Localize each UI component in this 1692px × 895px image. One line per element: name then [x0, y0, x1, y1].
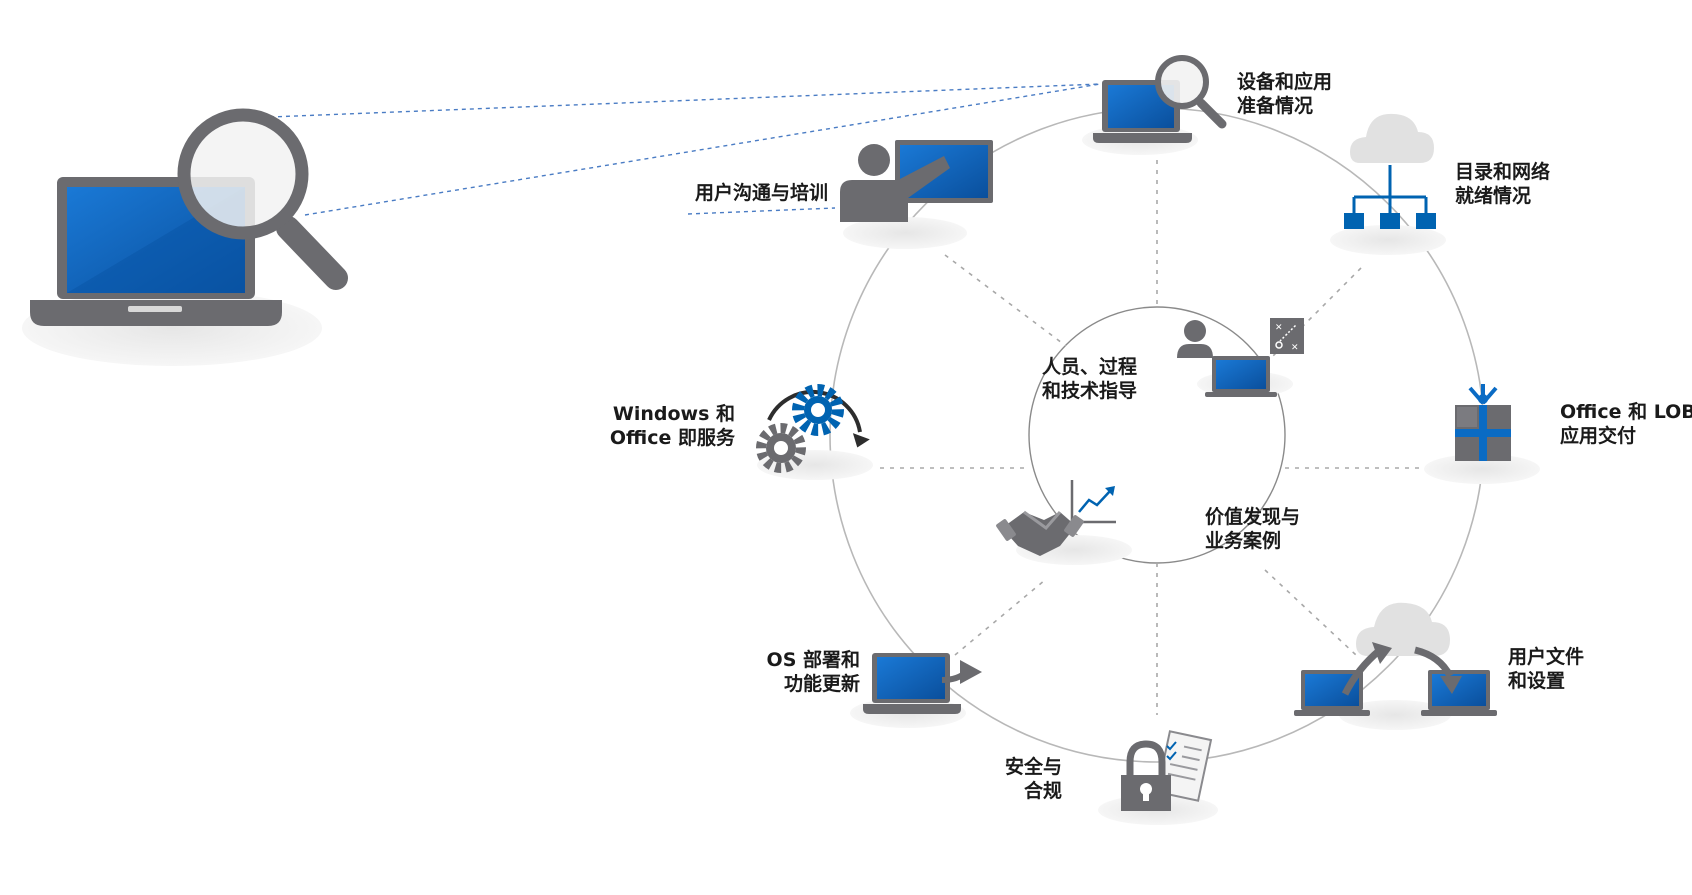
svg-text:✕: ✕ — [1291, 343, 1299, 353]
os-deploy-node-icon — [850, 653, 982, 728]
people-process-icon: ✕ ✕ — [1177, 318, 1304, 397]
security-label-line1: 安全与 — [1004, 756, 1062, 778]
devices-node-icon — [1082, 55, 1227, 155]
security-label: 安全与 合规 — [982, 755, 1062, 803]
directory-node-icon — [1330, 113, 1446, 255]
security-label-line2: 合规 — [1023, 780, 1062, 802]
office-lob-label-line1: Office 和 LOB — [1560, 401, 1692, 423]
directory-label: 目录和网络 就绪情况 — [1455, 160, 1550, 208]
value-business-label-line1: 价值发现与 — [1205, 506, 1301, 528]
user-comm-node-icon — [840, 140, 993, 249]
devices-label-line2: 准备情况 — [1237, 95, 1314, 117]
waas-label: Windows 和 Office 即服务 — [585, 402, 735, 450]
people-process-label-line1: 人员、过程 — [1042, 356, 1138, 378]
user-files-label: 用户文件 和设置 — [1508, 645, 1584, 693]
user-files-label-line2: 和设置 — [1508, 670, 1566, 692]
security-node-icon — [1098, 730, 1218, 825]
main-magnifier-icon — [177, 108, 348, 290]
people-process-label: 人员、过程 和技术指导 — [1042, 355, 1137, 403]
value-business-label-line2: 业务案例 — [1205, 530, 1282, 552]
waas-label-line1: Windows 和 — [612, 403, 735, 425]
svg-text:✕: ✕ — [1275, 323, 1283, 333]
office-lob-label: Office 和 LOB 应用交付 — [1560, 400, 1692, 448]
directory-label-line1: 目录和网络 — [1455, 161, 1551, 183]
user-files-node-icon — [1294, 602, 1497, 730]
connector-lines — [269, 83, 1101, 216]
user-comm-label-line1: 用户沟通与培训 — [695, 182, 829, 204]
office-lob-node-icon — [1424, 384, 1540, 484]
os-deploy-label: OS 部署和 功能更新 — [720, 648, 860, 696]
os-deploy-label-line1: OS 部署和 — [766, 649, 860, 671]
value-business-label: 价值发现与 业务案例 — [1205, 505, 1300, 553]
os-deploy-label-line2: 功能更新 — [783, 673, 860, 695]
devices-label-line1: 设备和应用 — [1237, 71, 1333, 93]
devices-label: 设备和应用 准备情况 — [1237, 70, 1332, 118]
waas-label-line2: Office 即服务 — [609, 427, 735, 449]
value-business-icon — [996, 480, 1132, 565]
people-process-label-line2: 和技术指导 — [1042, 380, 1138, 402]
spokes — [880, 160, 1425, 715]
office-lob-label-line2: 应用交付 — [1560, 425, 1637, 447]
user-files-label-line1: 用户文件 — [1508, 646, 1585, 668]
directory-label-line2: 就绪情况 — [1455, 185, 1532, 207]
waas-node-icon — [756, 384, 873, 480]
user-comm-label: 用户沟通与培训 — [695, 181, 828, 205]
